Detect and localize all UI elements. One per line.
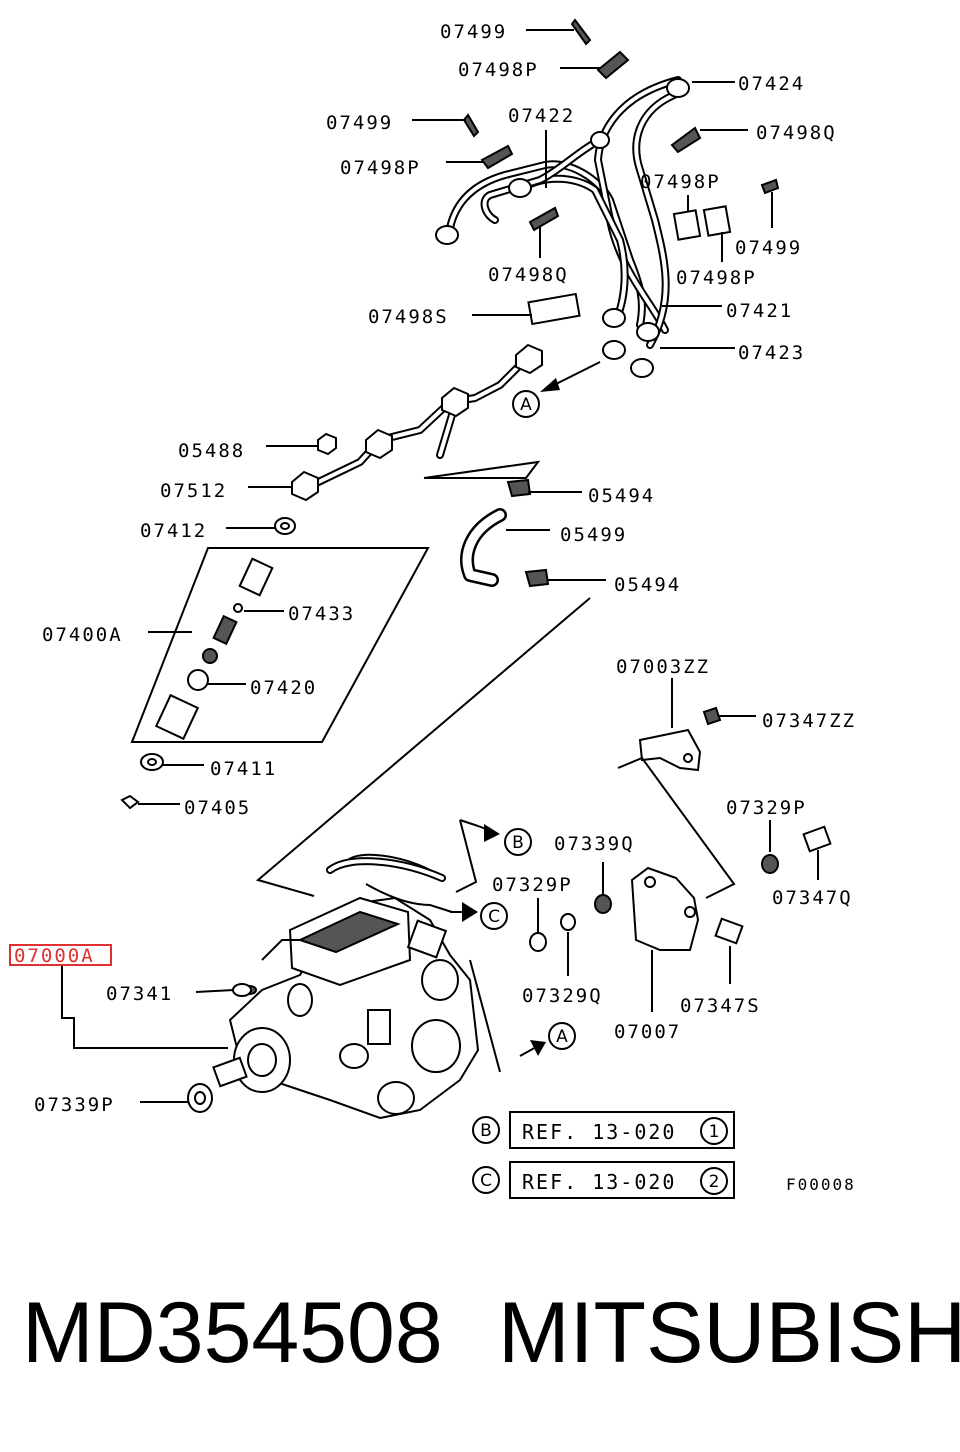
callout-07423: 07423 [738,342,805,364]
callout-07347zz: 07347ZZ [762,710,856,732]
callout-07498p-d: 07498P [676,267,757,289]
marker-a-lower-ring [548,1022,576,1050]
figure-code: F00008 [786,1175,856,1194]
callout-07339q: 07339Q [554,833,635,855]
callout-07512: 07512 [160,480,227,502]
arrow-to-a-upper [540,361,601,392]
exploded-parts-diagram: 07499 07498P 07424 07499 07422 07498Q 07… [9,18,856,1199]
ref-number-1: 1 [709,1122,720,1142]
callout-07003zz: 07003ZZ [616,656,710,678]
return-hose [460,478,606,588]
callout-labels: 07499 07498P 07424 07499 07422 07498Q 07… [9,21,856,1116]
callout-07498q-a: 07498Q [756,122,837,144]
callout-07498s: 07498S [368,306,449,328]
fuel-injection-pump [212,597,736,1120]
callout-07339p: 07339P [34,1094,115,1116]
callout-07498q-b: 07498Q [488,264,569,286]
ref-marker-c: C [480,1171,492,1191]
marker-a-lower: A [556,1027,568,1047]
highlight-box-07000a [9,944,112,966]
callout-07329p-a: 07329P [726,797,807,819]
marker-c-ring [480,902,508,930]
marker-a-upper-ring [512,390,540,418]
ref-box-frame-2 [509,1161,735,1199]
ref-marker-b: B [480,1121,492,1141]
callout-05499: 05499 [560,524,627,546]
callout-07400a: 07400A [42,624,123,646]
callout-07498p-b: 07498P [340,157,421,179]
callout-07433: 07433 [288,603,355,625]
ref-number-2: 2 [709,1172,720,1192]
callout-05494-a: 05494 [588,485,655,507]
callout-07499-a: 07499 [440,21,507,43]
ref-text-1: REF. 13-020 [522,1120,676,1144]
callout-07347q: 07347Q [772,887,853,909]
delivery-valve-kit [120,547,430,810]
callout-07499-c: 07499 [735,237,802,259]
marker-b-ring [504,828,532,856]
callout-07007: 07007 [614,1021,681,1043]
leak-off-pipe [291,343,543,502]
callout-07405: 07405 [184,797,251,819]
bracket-lower [529,820,832,1012]
callout-07498p-c: 07498P [640,171,721,193]
callout-05488: 05488 [178,440,245,462]
pipe-clamps [462,18,780,326]
callout-07499-b: 07499 [326,112,393,134]
brand-name: MITSUBISHI [498,1285,960,1381]
callout-07421: 07421 [726,300,793,322]
ref-box-frame-1 [509,1111,735,1149]
leader-lines-mid [226,445,318,535]
callout-07000a: 07000A [14,945,95,967]
callout-07424: 07424 [738,73,805,95]
callout-07341: 07341 [106,983,173,1005]
bracket-upper [638,678,756,772]
ref-text-2: REF. 13-020 [522,1170,676,1194]
marker-a-upper: A [520,395,532,415]
arrows-to-markers [450,824,546,1057]
injection-pipe-set [435,76,690,378]
circle-markers: A B C A [480,390,576,1050]
reference-box-1: B REF. 13-020 1 [472,1111,735,1149]
callout-07412: 07412 [140,520,207,542]
marker-b: B [512,833,524,853]
leader-lines-top [412,29,773,349]
callout-05494-b: 05494 [614,574,681,596]
footer: MD354508 MITSUBISHI [0,1290,960,1400]
callout-07422: 07422 [508,105,575,127]
callout-07420: 07420 [250,677,317,699]
callout-07329p-b: 07329P [492,874,573,896]
callout-07347s: 07347S [680,995,761,1017]
callout-07498p-a: 07498P [458,59,539,81]
callout-07411: 07411 [210,758,277,780]
pump-leaders [61,819,501,1113]
marker-c: C [488,907,500,927]
callout-07329q: 07329Q [522,985,603,1007]
part-number: MD354508 [22,1285,443,1381]
reference-box-2: C REF. 13-020 2 [472,1161,735,1199]
